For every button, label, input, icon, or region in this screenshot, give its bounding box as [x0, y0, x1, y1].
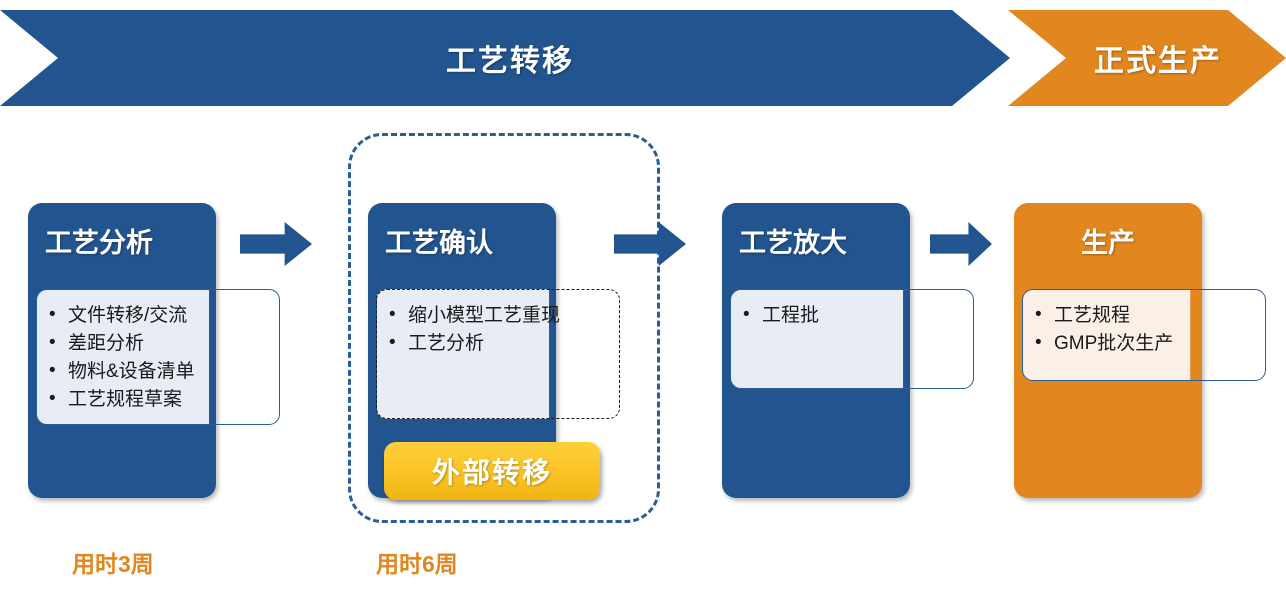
- arrow-right-icon: [240, 222, 312, 266]
- list-item: 文件转移/交流: [47, 301, 265, 330]
- dashed-group-outline: [348, 133, 660, 523]
- list-item: 物料&设备清单: [47, 357, 265, 386]
- banner-segment-label: 工艺转移: [446, 45, 574, 78]
- banner-segment-commercial-production: 正式生产: [1008, 10, 1286, 106]
- stage-detail-card: 工艺规程 GMP批次生产: [1022, 289, 1266, 381]
- list-item: 工程批: [741, 301, 959, 330]
- duration-label-stage-2: 用时6周: [376, 551, 458, 577]
- stage-card-process-scale-up[interactable]: 工艺放大 工程批: [722, 203, 974, 498]
- external-transfer-badge-label: 外部转移: [431, 457, 552, 488]
- arrow-right-icon: [930, 222, 992, 266]
- list-item: 工艺规程: [1033, 301, 1251, 330]
- list-item: 差距分析: [47, 329, 265, 358]
- stage-detail-card: 文件转移/交流 差距分析 物料&设备清单 工艺规程草案: [36, 289, 280, 425]
- stage-detail-card: 缩小模型工艺重现 工艺分析: [376, 289, 620, 419]
- stage-title: 工艺分析: [45, 228, 153, 258]
- banner-segment-label: 正式生产: [1094, 45, 1222, 78]
- stage-card-process-analysis[interactable]: 工艺分析 文件转移/交流 差距分析 物料&设备清单 工艺规程草案: [28, 203, 280, 498]
- stage-detail-list: 文件转移/交流 差距分析 物料&设备清单 工艺规程草案: [47, 301, 265, 414]
- list-item: 缩小模型工艺重现: [387, 301, 605, 330]
- list-item: 工艺分析: [387, 329, 605, 358]
- stage-title: 工艺确认: [385, 228, 493, 258]
- stage-detail-list: 工程批: [741, 301, 959, 330]
- list-item: 工艺规程草案: [47, 385, 265, 414]
- stage-card-production[interactable]: 生产 工艺规程 GMP批次生产: [1014, 203, 1266, 498]
- stage-title: 生产: [1081, 228, 1135, 258]
- list-item: GMP批次生产: [1033, 329, 1251, 358]
- stage-detail-list: 缩小模型工艺重现 工艺分析: [387, 301, 605, 358]
- duration-label-stage-1: 用时3周: [72, 551, 154, 577]
- stage-title: 工艺放大: [739, 228, 847, 258]
- stage-detail-list: 工艺规程 GMP批次生产: [1033, 301, 1251, 358]
- process-banner: 工艺转移 正式生产: [0, 10, 1286, 106]
- stage-detail-card: 工程批: [730, 289, 974, 389]
- external-transfer-badge[interactable]: 外部转移: [384, 442, 600, 500]
- banner-segment-process-transfer: 工艺转移: [0, 10, 1010, 106]
